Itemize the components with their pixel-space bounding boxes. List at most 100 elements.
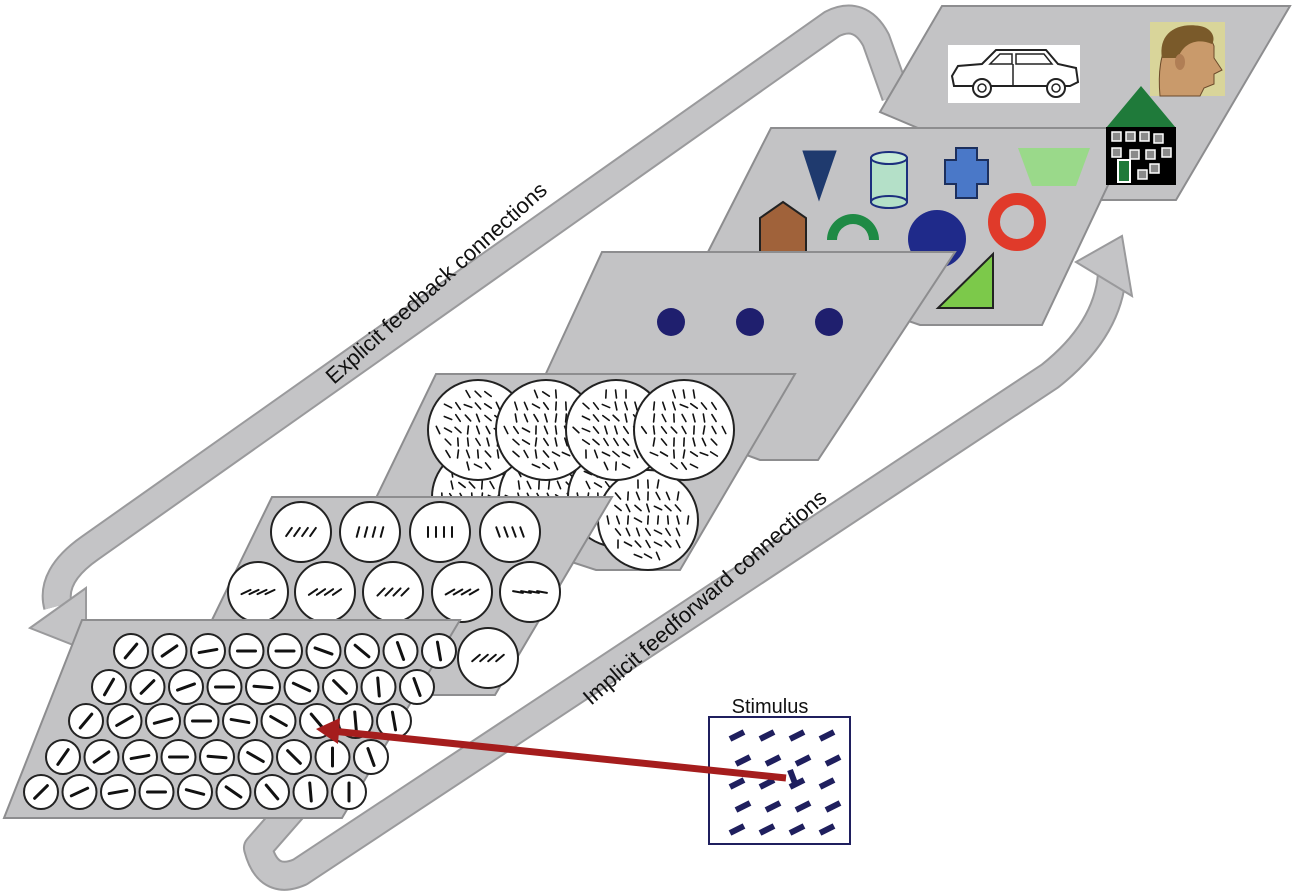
house-window xyxy=(1145,149,1156,160)
line-cell xyxy=(283,669,320,705)
line-cell xyxy=(382,633,419,669)
line-cell xyxy=(61,774,98,810)
stimulus-bar xyxy=(728,729,746,742)
stimulus-label: Stimulus xyxy=(732,696,809,718)
line-cell xyxy=(353,739,389,775)
line-cell xyxy=(113,633,149,669)
line-cell xyxy=(168,669,204,705)
stimulus-bar xyxy=(788,823,806,836)
stimulus-connector-arrow xyxy=(316,718,787,782)
texture-cell xyxy=(431,561,493,623)
line-cell xyxy=(331,774,367,810)
stimulus-bar xyxy=(728,823,746,836)
stimulus-bar xyxy=(764,800,782,813)
line-cell xyxy=(129,669,166,705)
cluster-cell xyxy=(597,469,699,571)
line-cell xyxy=(421,633,457,669)
dot xyxy=(815,308,843,336)
trapezoid-shape xyxy=(1018,148,1090,186)
texture-cell xyxy=(499,561,561,623)
dot xyxy=(736,308,764,336)
stimulus-bar xyxy=(734,754,752,767)
face-icon xyxy=(1150,22,1225,97)
house-window xyxy=(1129,149,1140,160)
cross-shape xyxy=(944,147,989,199)
car-icon xyxy=(948,45,1080,103)
stimulus-bar xyxy=(818,823,836,836)
stimulus-bar xyxy=(788,729,806,742)
line-cell xyxy=(267,633,303,669)
stimulus-bar xyxy=(728,777,746,790)
dot xyxy=(657,308,685,336)
house-window xyxy=(1153,133,1164,144)
ring-shape xyxy=(988,193,1046,251)
line-cell xyxy=(237,739,274,775)
line-cell xyxy=(245,669,281,705)
house-window xyxy=(1111,147,1122,158)
line-cell xyxy=(360,669,397,705)
line-cell xyxy=(160,739,197,775)
line-cell xyxy=(106,703,143,739)
connection-arrows xyxy=(27,4,1134,891)
line-cell xyxy=(344,633,380,669)
house-window xyxy=(1125,131,1136,142)
stimulus-bar xyxy=(794,800,812,813)
texture-cell xyxy=(457,627,519,689)
line-cell xyxy=(206,669,243,705)
line-cell xyxy=(183,703,220,739)
texture-cell xyxy=(409,501,471,563)
texture-cell xyxy=(294,561,356,623)
stimulus-bar xyxy=(758,777,776,790)
layer-1-cells xyxy=(2,619,462,819)
line-cell xyxy=(91,669,127,705)
stimulus-bar xyxy=(734,800,752,813)
triangle-right-shape xyxy=(935,251,994,309)
line-cell xyxy=(151,633,188,669)
line-cell xyxy=(305,633,342,669)
line-cell xyxy=(292,774,329,810)
stimulus-bar xyxy=(758,729,776,742)
stimulus-odd-bar xyxy=(787,768,799,788)
cluster-cell xyxy=(633,379,735,481)
arc-shape xyxy=(827,214,879,240)
texture-cell xyxy=(339,501,401,563)
house-window xyxy=(1111,131,1122,142)
line-cell xyxy=(83,739,120,775)
line-cell xyxy=(68,703,104,739)
stimulus-bar xyxy=(758,823,776,836)
line-cell xyxy=(190,633,226,669)
line-cell xyxy=(45,739,81,775)
triangle-down-shape xyxy=(802,150,837,202)
feedforward-arrow-band xyxy=(245,272,1125,889)
texture-cell xyxy=(362,561,424,623)
line-cell xyxy=(122,739,158,775)
layer-stack xyxy=(2,5,1292,819)
feedback-label: Explicit feedback connections xyxy=(321,177,552,389)
line-cell xyxy=(138,774,175,810)
line-cell xyxy=(260,703,297,739)
house-window xyxy=(1137,169,1148,180)
texture-cell xyxy=(227,561,289,623)
line-cell xyxy=(100,774,136,810)
line-cell xyxy=(145,703,181,739)
house-window xyxy=(1161,147,1172,158)
stimulus-bar xyxy=(818,777,836,790)
cylinder-shape xyxy=(870,151,908,209)
line-cell xyxy=(399,669,435,705)
house-window xyxy=(1149,163,1160,174)
line-cell xyxy=(23,774,59,810)
line-cell xyxy=(199,739,235,775)
stimulus-bar xyxy=(764,754,782,767)
line-cell xyxy=(222,703,258,739)
line-cell xyxy=(177,774,213,810)
texture-cell xyxy=(479,501,541,563)
feedback-arrow-band xyxy=(43,6,909,610)
line-cell xyxy=(322,669,358,705)
house-icon xyxy=(1106,86,1176,185)
line-cell xyxy=(228,633,265,669)
line-cell xyxy=(276,739,312,775)
line-cell xyxy=(215,774,252,810)
feedforward-arrow-head xyxy=(1074,234,1134,298)
stimulus-bar xyxy=(824,754,842,767)
